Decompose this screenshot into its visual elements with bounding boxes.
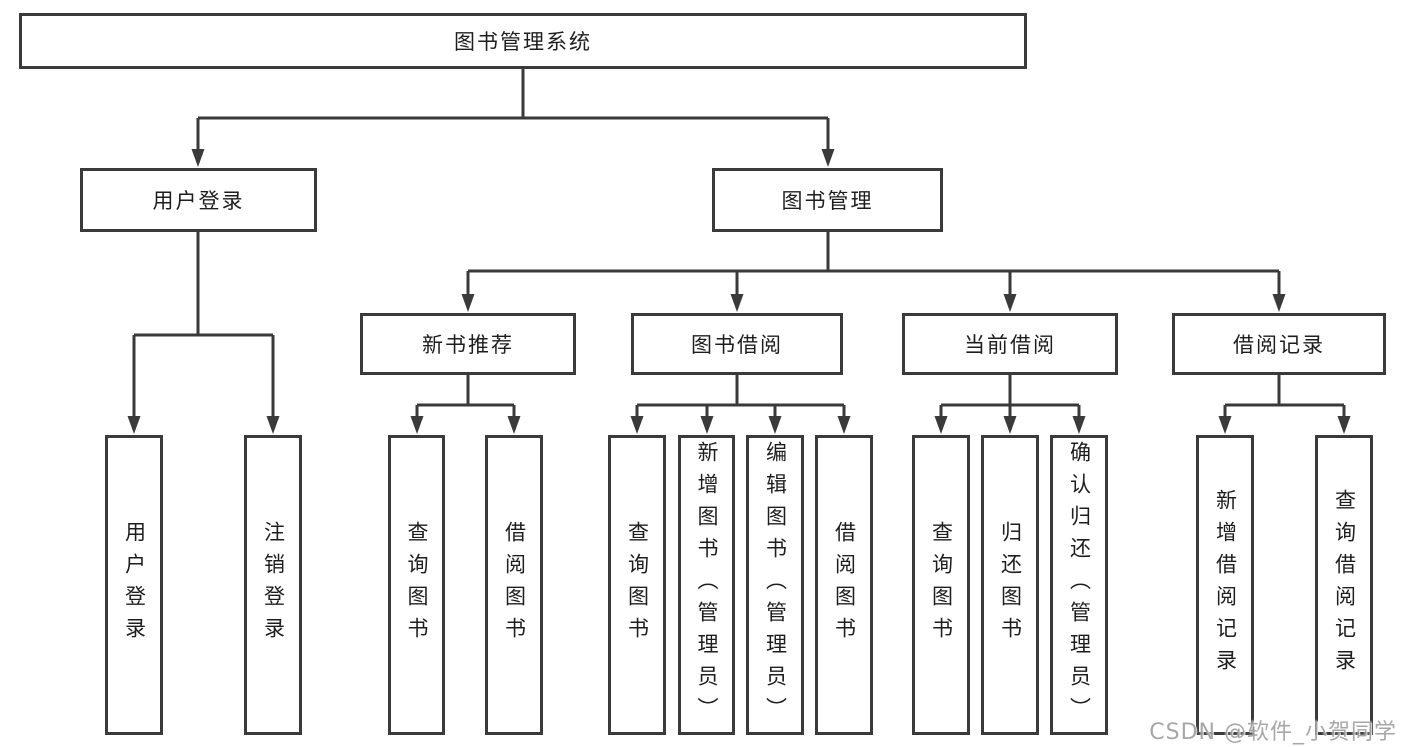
connector-path <box>196 69 830 156</box>
node-label: 借阅图书 <box>502 521 527 649</box>
node-label: 用户登录 <box>122 521 147 649</box>
node-root-system: 图书管理系统 <box>19 13 1027 69</box>
node-label: 编辑图书（管理员） <box>763 441 788 729</box>
arrowhead-icon <box>730 294 744 312</box>
watermark-text: CSDN @软件_小贺同学 <box>1149 720 1397 745</box>
node-leaf-edit-book-admin: 编辑图书（管理员） <box>746 435 804 735</box>
arrowhead-icon <box>127 416 141 434</box>
node-leaf-borrow-book-bor: 借阅图书 <box>815 435 873 735</box>
connector-path <box>415 375 516 423</box>
node-label: 图书借阅 <box>691 333 783 357</box>
node-label: 归还图书 <box>998 521 1023 649</box>
node-book-borrowing: 图书借阅 <box>631 313 843 375</box>
connector-path <box>939 375 1081 423</box>
node-label: 查询图书 <box>625 521 650 649</box>
node-label: 注销登录 <box>261 521 286 649</box>
node-label: 查询图书 <box>405 521 429 649</box>
node-leaf-query-book-rec: 查询图书 <box>388 435 445 735</box>
node-current-borrowing: 当前借阅 <box>902 313 1118 375</box>
node-label: 新书推荐 <box>422 333 514 357</box>
node-leaf-user-login: 用户登录 <box>105 435 163 735</box>
node-label: 新增借阅记录 <box>1213 489 1238 681</box>
arrowhead-icon <box>1072 416 1086 434</box>
arrowhead-icon <box>1272 294 1286 312</box>
arrowhead-icon <box>1003 416 1017 434</box>
arrowhead-icon <box>461 294 475 312</box>
node-leaf-logout: 注销登录 <box>244 435 302 735</box>
connector-path <box>132 232 275 423</box>
node-book-management-branch: 图书管理 <box>712 168 943 232</box>
arrowhead-icon <box>1003 294 1017 312</box>
arrowhead-icon <box>630 416 644 434</box>
connector-path <box>635 375 846 423</box>
node-label: 图书管理系统 <box>454 30 592 54</box>
arrowhead-icon <box>410 416 424 434</box>
node-label: 查询借阅记录 <box>1332 489 1357 681</box>
node-label: 借阅图书 <box>832 521 857 649</box>
node-leaf-query-record: 查询借阅记录 <box>1315 435 1373 735</box>
node-leaf-query-book-bor: 查询图书 <box>608 435 666 735</box>
arrowhead-icon <box>1337 416 1351 434</box>
arrowhead-icon <box>1218 416 1232 434</box>
node-label: 查询图书 <box>929 521 954 649</box>
node-label: 确认归还（管理员） <box>1067 441 1092 729</box>
connector-path <box>466 232 1281 301</box>
node-leaf-return-book: 归还图书 <box>981 435 1039 735</box>
arrowhead-icon <box>934 416 948 434</box>
arrowhead-icon <box>191 149 205 167</box>
node-label: 用户登录 <box>152 189 245 213</box>
node-leaf-confirm-return: 确认归还（管理员） <box>1050 435 1108 735</box>
node-borrowing-records: 借阅记录 <box>1172 313 1386 375</box>
node-label: 新增图书（管理员） <box>695 441 719 729</box>
arrowhead-icon <box>837 416 851 434</box>
node-leaf-add-record: 新增借阅记录 <box>1196 435 1254 735</box>
arrowhead-icon <box>266 416 280 434</box>
arrowhead-icon <box>700 416 714 434</box>
arrowhead-icon <box>507 416 521 434</box>
node-leaf-query-book-cur: 查询图书 <box>912 435 970 735</box>
node-leaf-add-book-admin: 新增图书（管理员） <box>678 435 735 735</box>
node-label: 图书管理 <box>781 189 874 213</box>
node-label: 借阅记录 <box>1233 333 1325 357</box>
node-new-book-recommend: 新书推荐 <box>360 313 576 375</box>
node-user-login-branch: 用户登录 <box>80 168 317 232</box>
node-label: 当前借阅 <box>964 333 1056 357</box>
arrowhead-icon <box>768 416 782 434</box>
arrowhead-icon <box>821 149 835 167</box>
connector-path <box>1223 375 1346 423</box>
node-leaf-borrow-book-rec: 借阅图书 <box>485 435 543 735</box>
